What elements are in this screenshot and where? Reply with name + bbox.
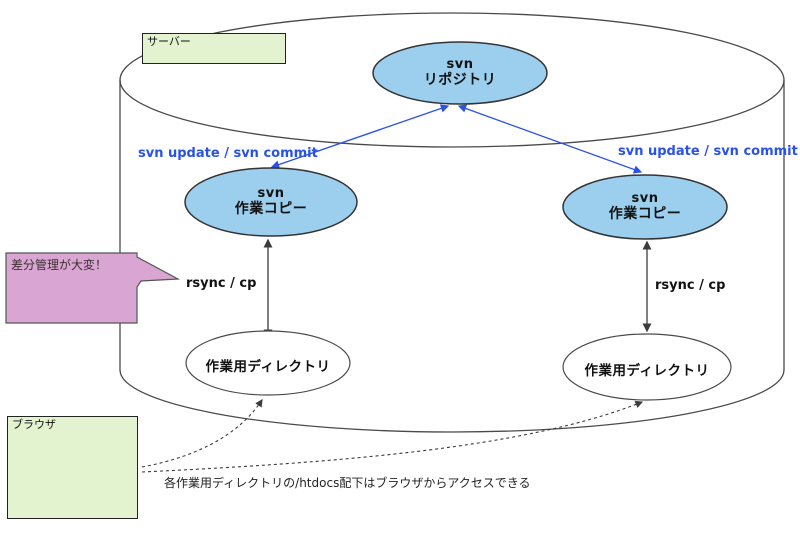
working-dir-left-label: 作業用ディレクトリ	[205, 359, 331, 375]
htdocs-access-note: 各作業用ディレクトリの/htdocs配下はブラウザからアクセスできる	[164, 476, 531, 490]
svn-repository-label: svn リポジトリ	[373, 57, 547, 89]
working-copy-right-label: svn 作業コピー	[559, 191, 731, 223]
server-box: サーバー	[142, 33, 286, 64]
svn-update-commit-label-right: svn update / svn commit	[618, 144, 798, 159]
working-copy-right-label-line2: 作業コピー	[608, 206, 682, 222]
node-working-copy-left	[184, 167, 358, 237]
callout-text: 差分管理が大変！	[11, 258, 108, 272]
node-svn-repository	[372, 41, 548, 105]
callout-bubble	[5, 252, 181, 324]
working-copy-right-label-line1: svn	[631, 191, 659, 206]
working-copy-left-label-line1: svn	[257, 186, 285, 201]
working-dir-right-label: 作業用ディレクトリ	[584, 363, 710, 379]
browser-box-label: ブラウザ	[12, 418, 56, 431]
browser-box: ブラウザ	[7, 416, 138, 519]
node-working-dir-left	[185, 330, 351, 396]
rsync-cp-label-right: rsync / cp	[655, 278, 726, 293]
node-working-copy-right	[562, 174, 728, 240]
edge-repo-to-right-copy	[457, 104, 643, 174]
svn-update-commit-label-left: svn update / svn commit	[138, 146, 318, 161]
edge-browser-to-rightdir	[141, 400, 644, 473]
server-box-label: サーバー	[147, 35, 191, 48]
edge-browser-to-leftdir	[141, 399, 263, 468]
working-copy-left-label-line2: 作業コピー	[234, 201, 308, 217]
node-working-dir-right	[562, 333, 732, 401]
cylinder-body	[119, 80, 785, 433]
svn-repository-label-line2: リポジトリ	[423, 72, 497, 88]
working-copy-left-label: svn 作業コピー	[184, 186, 358, 218]
edge-repo-to-left-copy	[270, 104, 450, 169]
svn-repository-label-line1: svn	[446, 57, 474, 72]
rsync-cp-label-left: rsync / cp	[186, 276, 257, 291]
